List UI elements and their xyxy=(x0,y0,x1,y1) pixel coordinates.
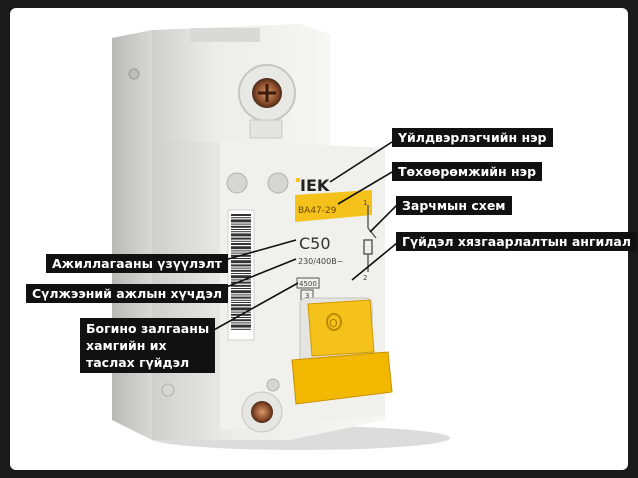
leader-short-circuit xyxy=(211,282,299,332)
label-manufacturer-name: Үйлдвэрлэгчийн нэр xyxy=(392,128,553,147)
barcode-stripe xyxy=(231,250,251,252)
leader-manufacturer xyxy=(329,141,393,183)
barcode-stripe xyxy=(231,294,251,296)
barcode-stripe xyxy=(231,317,251,318)
barcode-stripe xyxy=(231,284,251,287)
label-short-circuit-line-2: хамгийн их xyxy=(86,338,167,353)
voltage-text: 230/400В~ xyxy=(298,257,343,266)
barcode-stripe xyxy=(231,231,251,233)
leader-device-name xyxy=(337,171,393,205)
barcode-stripe xyxy=(231,240,251,242)
label-schematic: Зарчмын схем xyxy=(396,196,512,215)
barcode-stripe xyxy=(231,223,251,225)
rating-code-text: C50 xyxy=(299,234,331,253)
breaker-side xyxy=(112,30,152,440)
model-text: BA47-29 xyxy=(298,206,337,216)
label-short-circuit-line-3: таслах гүйдэл xyxy=(86,355,190,370)
terminal-top-number: 1 xyxy=(363,199,367,207)
barcode-stripe xyxy=(231,302,251,303)
bottom-terminal-screw xyxy=(251,401,273,423)
model-strip xyxy=(295,190,372,222)
barcode-stripe xyxy=(231,269,251,272)
barcode-stripe xyxy=(231,225,251,228)
barcode-stripe xyxy=(231,233,251,237)
barcode-stripe xyxy=(231,252,251,254)
label-trip-class: Гүйдэл хязгаарлалтын ангилал xyxy=(396,232,637,251)
barcode-stripe xyxy=(231,258,251,259)
barcode-stripe xyxy=(231,324,251,328)
label-device-name: Төхөөрөмжийн нэр xyxy=(392,162,543,181)
barcode-stripe xyxy=(231,273,251,274)
barcode-stripe xyxy=(231,299,251,301)
barcode-stripe xyxy=(231,288,251,289)
barcode-stripe xyxy=(231,304,251,307)
switch-mark: O xyxy=(329,317,338,330)
label-rating: Ажиллагааны үзүүлэлт xyxy=(46,254,228,273)
barcode-stripe xyxy=(231,246,251,250)
breaking-capacity-text: 4500 xyxy=(299,280,317,288)
label-network-voltage: Сүлжээний ажлын хүчдэл xyxy=(26,284,229,303)
barcode xyxy=(227,209,255,341)
barcode-stripe xyxy=(231,311,251,313)
barcode-stripe xyxy=(231,319,251,322)
barcode-stripe xyxy=(231,260,251,264)
toggle-lever-upper xyxy=(307,299,375,357)
barcode-stripe xyxy=(231,229,251,230)
barcode-stripe xyxy=(231,264,251,267)
top-rail-clip xyxy=(190,28,260,42)
brand-logo: IEK xyxy=(300,176,330,195)
toggle-lever-lower xyxy=(291,351,393,405)
barcode-stripe xyxy=(231,217,251,219)
barcode-stripe xyxy=(231,214,251,216)
leader-lines xyxy=(211,141,398,332)
class-digit-text: 3 xyxy=(305,292,309,300)
barcode-stripe xyxy=(231,237,251,240)
label-short-circuit-current: Богино залгааны хамгийн их таслах гүйдэл xyxy=(80,318,216,373)
barcode-stripe xyxy=(231,296,251,299)
barcode-stripe xyxy=(231,243,251,245)
barcode-stripe xyxy=(231,267,251,269)
label-short-circuit-line-1: Богино залгааны xyxy=(86,321,210,336)
barcode-stripe xyxy=(231,322,251,324)
barcode-stripe xyxy=(231,219,251,223)
schematic-symbol xyxy=(363,205,377,272)
leader-schematic xyxy=(369,204,398,233)
barcode-stripe xyxy=(231,275,251,279)
barcode-stripe xyxy=(231,307,251,311)
barcode-stripe xyxy=(231,290,251,294)
barcode-stripe xyxy=(231,279,251,281)
barcode-stripe xyxy=(231,328,251,330)
barcode-stripe xyxy=(231,281,251,284)
leader-trip-class xyxy=(351,242,398,281)
terminal-bottom-number: 2 xyxy=(363,274,367,282)
